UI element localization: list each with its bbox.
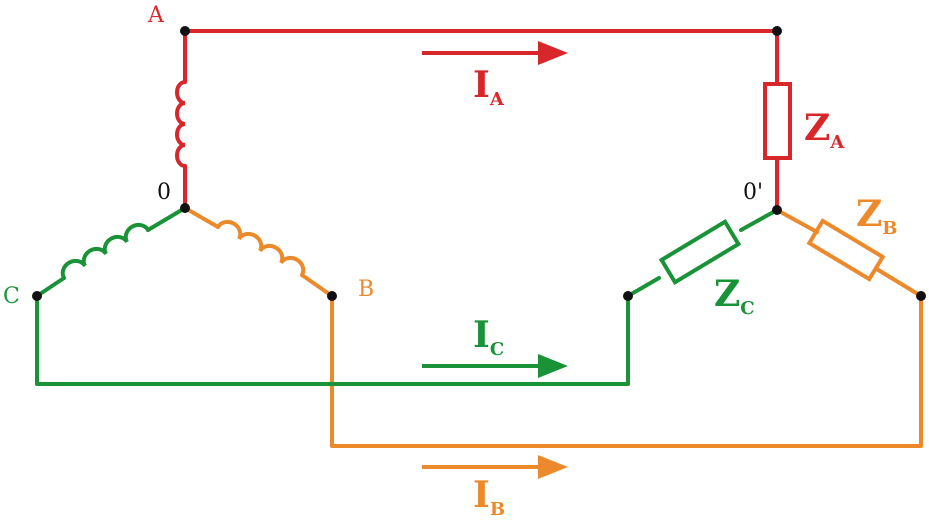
phase-a-wire bbox=[183, 29, 779, 86]
phase-b-source-coil bbox=[216, 219, 306, 277]
current-b-label: IB bbox=[473, 474, 505, 520]
node-c-load-dot bbox=[623, 291, 633, 301]
phase-c-wire bbox=[35, 276, 661, 386]
impedance-c-label: ZC bbox=[714, 273, 755, 319]
node-b-label: B bbox=[358, 277, 374, 302]
phase-c-source-lead bbox=[146, 206, 187, 232]
phase-c-circuit bbox=[35, 206, 779, 386]
phase-b-wire bbox=[300, 266, 923, 448]
node-a-label: A bbox=[147, 3, 165, 28]
current-c-label: IC bbox=[473, 314, 504, 360]
impedance-b-label: ZB bbox=[856, 193, 898, 239]
source-neutral-dot bbox=[180, 203, 190, 213]
current-b-arrow bbox=[422, 455, 568, 479]
impedance-a-resistor bbox=[763, 82, 792, 160]
impedance-a-label: ZA bbox=[804, 107, 845, 153]
impedance-c-resistor bbox=[658, 219, 742, 285]
phase-b-load-lead bbox=[775, 208, 819, 234]
node-a-dot bbox=[180, 26, 190, 36]
load-neutral-label: 0' bbox=[743, 180, 763, 205]
node-b-load-dot bbox=[916, 291, 926, 301]
node-a-load-dot bbox=[772, 26, 782, 36]
source-neutral-label: 0 bbox=[157, 180, 171, 205]
current-a-arrow bbox=[422, 41, 568, 65]
phase-b-source-lead bbox=[183, 206, 220, 229]
current-a-label: IA bbox=[473, 64, 505, 110]
phase-c-load-lead bbox=[739, 208, 779, 232]
node-c-dot bbox=[32, 291, 42, 301]
phase-c-source-coil bbox=[60, 222, 150, 280]
current-c-arrow bbox=[422, 354, 568, 378]
phase-a-circuit bbox=[175, 29, 792, 212]
phase-b-circuit bbox=[183, 206, 923, 479]
load-neutral-dot bbox=[772, 205, 782, 215]
node-b-dot bbox=[327, 291, 337, 301]
phase-a-source-coil bbox=[175, 80, 187, 168]
node-c-label: C bbox=[3, 284, 20, 309]
